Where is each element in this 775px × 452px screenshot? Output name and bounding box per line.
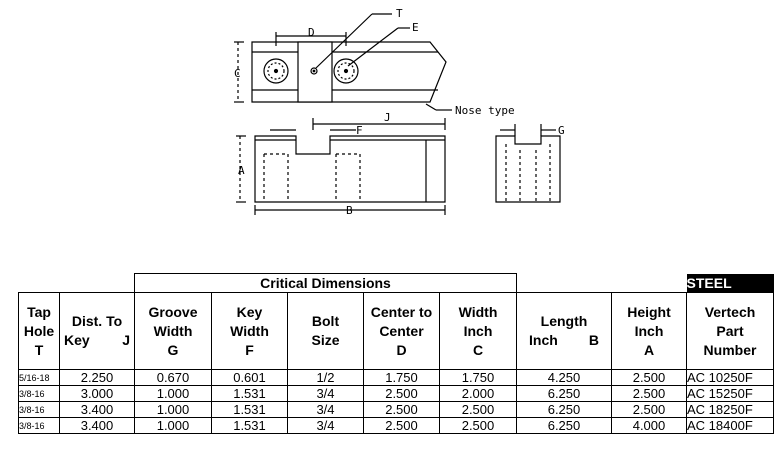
cell-groove-width: 1.000 xyxy=(134,401,212,418)
cell-width: 2.500 xyxy=(439,401,517,418)
cell-center-to-center: 2.500 xyxy=(363,385,440,402)
cell-bolt-size: 3/4 xyxy=(287,401,364,418)
label-C: C xyxy=(234,67,241,80)
cell-center-to-center: 1.750 xyxy=(363,369,440,386)
cell-tap-hole: 5/16-18 xyxy=(18,369,60,386)
end-view xyxy=(495,124,561,203)
label-B: B xyxy=(346,204,353,217)
label-A: A xyxy=(238,164,245,177)
cell-key-width: 0.601 xyxy=(211,369,288,386)
cell-key-width: 1.531 xyxy=(211,401,288,418)
cell-height: 2.500 xyxy=(611,385,687,402)
cell-length: 6.250 xyxy=(516,401,612,418)
cell-tap-hole: 3/8-16 xyxy=(18,385,60,402)
critical-dimensions-header: Critical Dimensions xyxy=(134,273,517,293)
label-J: J xyxy=(384,111,391,124)
cell-bolt-size: 3/4 xyxy=(287,385,364,402)
cell-dist-to-key: 2.250 xyxy=(59,369,135,386)
cell-height: 2.500 xyxy=(611,401,687,418)
table-row: 3/8-16 3.400 1.000 1.531 3/4 2.500 2.500… xyxy=(18,401,774,418)
table-row: 3/8-16 3.400 1.000 1.531 3/4 2.500 2.500… xyxy=(18,417,774,434)
cell-length: 6.250 xyxy=(516,417,612,434)
cell-width: 2.500 xyxy=(439,417,517,434)
cell-groove-width: 0.670 xyxy=(134,369,212,386)
cell-part-number: AC 10250F xyxy=(686,369,774,386)
cell-bolt-size: 3/4 xyxy=(287,417,364,434)
cell-key-width: 1.531 xyxy=(211,417,288,434)
cell-part-number: AC 18250F xyxy=(686,401,774,418)
label-D: D xyxy=(308,26,315,39)
jaw-technical-drawing: T E D C J F A B G Nose type xyxy=(234,7,565,217)
top-view xyxy=(234,13,452,111)
cell-length: 6.250 xyxy=(516,385,612,402)
steel-badge: STEEL xyxy=(686,273,774,293)
cell-dist-to-key: 3.400 xyxy=(59,401,135,418)
label-G: G xyxy=(558,124,565,137)
cell-part-number: AC 18400F xyxy=(686,417,774,434)
cell-center-to-center: 2.500 xyxy=(363,417,440,434)
cell-groove-width: 1.000 xyxy=(134,417,212,434)
label-T: T xyxy=(396,7,403,20)
table-row: 5/16-18 2.250 0.670 0.601 1/2 1.750 1.75… xyxy=(18,369,774,386)
cell-groove-width: 1.000 xyxy=(134,385,212,402)
cell-tap-hole: 3/8-16 xyxy=(18,417,60,434)
cell-width: 2.000 xyxy=(439,385,517,402)
cell-height: 4.000 xyxy=(611,417,687,434)
label-F: F xyxy=(356,124,363,137)
cell-bolt-size: 1/2 xyxy=(287,369,364,386)
label-E: E xyxy=(412,21,419,34)
side-view xyxy=(236,118,446,215)
cell-center-to-center: 2.500 xyxy=(363,401,440,418)
cell-key-width: 1.531 xyxy=(211,385,288,402)
cell-width: 1.750 xyxy=(439,369,517,386)
table-row: 3/8-16 3.000 1.000 1.531 3/4 2.500 2.000… xyxy=(18,385,774,402)
cell-length: 4.250 xyxy=(516,369,612,386)
label-nose-type: Nose type xyxy=(455,104,515,117)
cell-dist-to-key: 3.000 xyxy=(59,385,135,402)
cell-height: 2.500 xyxy=(611,369,687,386)
cell-part-number: AC 15250F xyxy=(686,385,774,402)
cell-tap-hole: 3/8-16 xyxy=(18,401,60,418)
cell-dist-to-key: 3.400 xyxy=(59,417,135,434)
